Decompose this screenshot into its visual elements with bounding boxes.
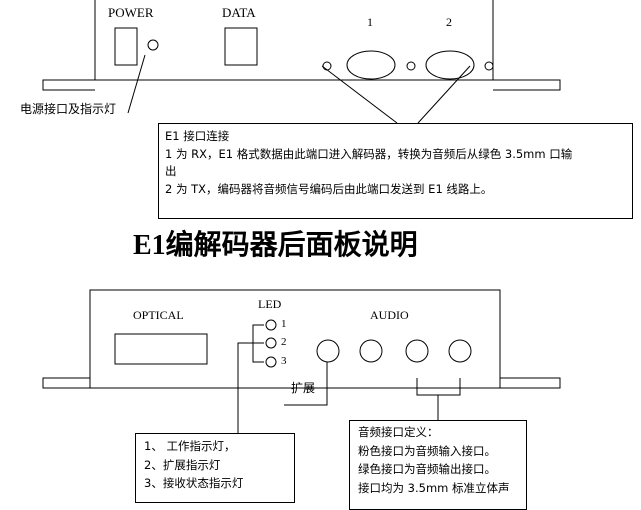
audio-legend-line: 粉色接口为音频输入接口。 bbox=[358, 443, 496, 458]
top-device-flange-left bbox=[42, 79, 95, 91]
audio-label: AUDIO bbox=[370, 308, 409, 322]
data-port bbox=[224, 27, 258, 66]
e1-callout-line: 出 bbox=[165, 164, 177, 178]
port-2-label: 2 bbox=[446, 15, 452, 29]
screw-2 bbox=[406, 61, 416, 71]
audio-jack-3 bbox=[405, 339, 429, 363]
led-2-label: 2 bbox=[281, 336, 287, 348]
page-title: E1编解码器后面板说明 bbox=[133, 230, 418, 261]
audio-legend-box: 音频接口定义： 粉色接口为音频输入接口。 绿色接口为音频输出接口。 接口均为 3… bbox=[349, 420, 527, 510]
audio-jack-4 bbox=[448, 339, 472, 363]
screw-1 bbox=[322, 61, 332, 71]
led-1-label: 1 bbox=[281, 318, 287, 330]
led-legend-leader bbox=[237, 342, 264, 433]
audio-legend-line: 绿色接口为音频输出接口。 bbox=[358, 462, 496, 476]
e1-callout-line: 1 为 RX，E1 格式数据由此端口进入解码器，转换为音频后从绿色 3.5mm … bbox=[165, 146, 573, 161]
bottom-device-body bbox=[89, 289, 501, 389]
e1-callout-leader-2 bbox=[417, 65, 471, 124]
led-legend-line: 1、 工作指示灯， bbox=[144, 439, 236, 453]
bottom-device-flange-left bbox=[42, 377, 90, 389]
led-label: LED bbox=[258, 297, 282, 311]
power-callout-leader bbox=[127, 54, 146, 114]
bottom-device-flange-right bbox=[500, 377, 561, 389]
led-2 bbox=[265, 337, 277, 349]
e1-port-1 bbox=[346, 50, 396, 80]
e1-callout-leader-1 bbox=[321, 65, 398, 124]
optical-label: OPTICAL bbox=[133, 308, 184, 322]
power-switch bbox=[114, 27, 138, 66]
led-3-label: 3 bbox=[281, 355, 287, 367]
led-legend-line: 3、接收状态指示灯 bbox=[144, 476, 244, 490]
led-legend-box: 1、 工作指示灯， 2、扩展指示灯 3、接收状态指示灯 bbox=[135, 433, 295, 503]
led-1 bbox=[265, 319, 277, 331]
led-3 bbox=[265, 356, 277, 368]
screw-3 bbox=[484, 61, 494, 71]
power-label: POWER bbox=[108, 5, 154, 20]
led-legend-line: 2、扩展指示灯 bbox=[144, 457, 221, 472]
port-1-label: 1 bbox=[367, 15, 373, 29]
e1-callout-box: E1 接口连接 1 为 RX，E1 格式数据由此端口进入解码器，转换为音频后从绿… bbox=[158, 123, 633, 219]
audio-legend-line: 音频接口定义： bbox=[358, 425, 439, 439]
e1-callout-line: 2 为 TX，编码器将音频信号编码后由此端口发送到 E1 线路上。 bbox=[165, 181, 493, 196]
top-device-flange-right bbox=[493, 79, 561, 91]
audio-jack-1 bbox=[316, 339, 340, 363]
data-label: DATA bbox=[222, 5, 256, 20]
audio-legend-bracket bbox=[416, 378, 461, 396]
expand-label: 扩展 bbox=[291, 381, 316, 395]
e1-callout-line: E1 接口连接 bbox=[165, 129, 230, 143]
audio-jack-2 bbox=[359, 339, 383, 363]
audio-legend-line: 接口均为 3.5mm 标准立体声 bbox=[358, 480, 510, 495]
e1-port-2 bbox=[425, 50, 475, 80]
optical-window bbox=[114, 333, 208, 365]
top-device-body bbox=[94, 0, 494, 81]
power-led bbox=[147, 39, 159, 51]
power-callout-label: 电源接口及指示灯 bbox=[20, 102, 117, 116]
expand-leader bbox=[284, 362, 328, 406]
